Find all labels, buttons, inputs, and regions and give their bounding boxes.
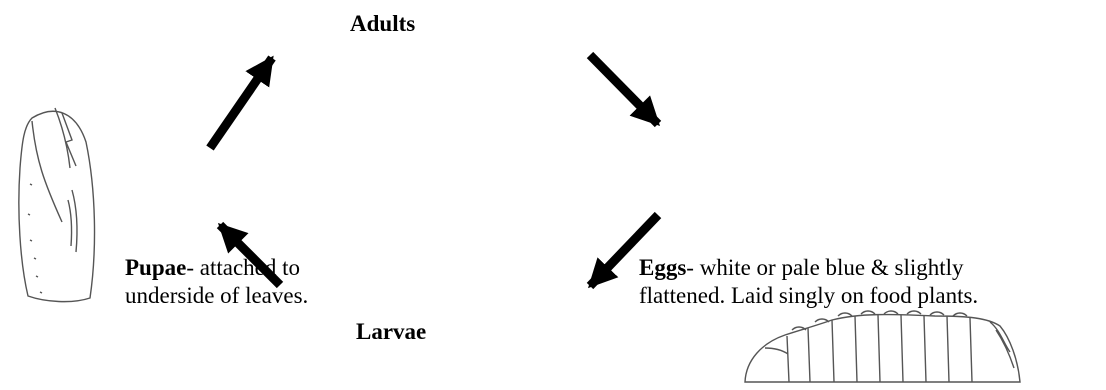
stage-larvae: Larvae (356, 319, 427, 344)
pupae-desc-1: - attached to (186, 255, 301, 280)
pupae-line-1: Pupae- attached to (125, 254, 308, 282)
stage-adults: Adults (350, 11, 416, 36)
arrow-larvae-to-pupae (216, 221, 284, 289)
eggs-desc-2: flattened. Laid singly on food plants. (639, 283, 979, 308)
pupa-drawing (18, 107, 96, 303)
pupae-desc-2: underside of leaves. (125, 283, 309, 308)
larva-drawing (744, 310, 1021, 383)
stage-pupae: Pupae (125, 255, 187, 280)
stage-eggs-description: Eggs- white or pale blue & slightly flat… (639, 254, 978, 310)
arrow-adults-to-eggs (586, 51, 662, 128)
stage-pupae-description: Pupae- attached to underside of leaves. (125, 254, 308, 310)
arrow-eggs-to-larvae (586, 211, 662, 290)
arrow-pupae-to-adults (206, 55, 276, 151)
eggs-desc-1: - white or pale blue & slightly (686, 255, 964, 280)
eggs-line-1: Eggs- white or pale blue & slightly (639, 254, 978, 282)
stage-eggs: Eggs (639, 255, 687, 280)
